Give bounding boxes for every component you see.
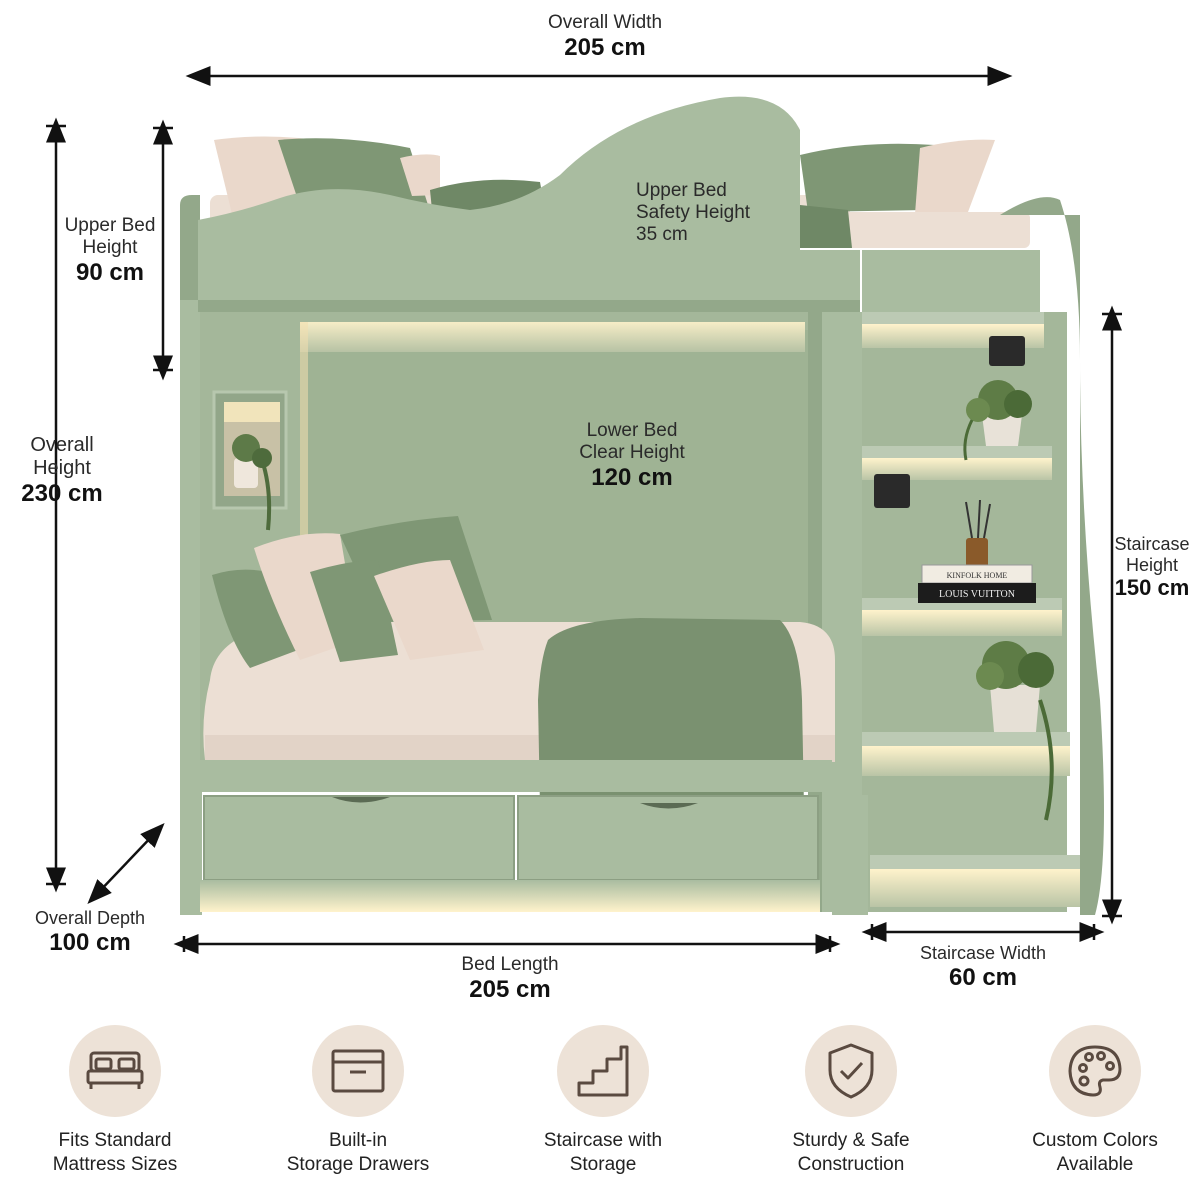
feature-drawers: Built-in Storage Drawers (258, 1025, 458, 1177)
shield-check-icon (805, 1025, 897, 1117)
palette-icon (1049, 1025, 1141, 1117)
book-bottom-label: LOUIS VUITTON (939, 589, 1015, 600)
decor: KINFOLK HOME LOUIS VUITTON (232, 380, 1054, 821)
overall-depth-label: Overall Depth 100 cm (34, 908, 146, 956)
bed-length-label: Bed Length 205 cm (461, 954, 559, 1003)
overall-depth-line (87, 822, 165, 905)
upper-bed-height-label: Upper Bed Height 90 cm (64, 215, 156, 286)
book-top-label: KINFOLK HOME (947, 571, 1008, 580)
feature-colors: Custom Colors Available (995, 1025, 1195, 1177)
drawer-icon (312, 1025, 404, 1117)
staircase-shelves (832, 312, 1080, 915)
bed-icon (69, 1025, 161, 1117)
stairs-icon (557, 1025, 649, 1117)
staircase-width-label: Staircase Width 60 cm (919, 943, 1047, 991)
bunk-bed-diagram: KINFOLK HOME LOUIS VUITTON (46, 66, 1122, 954)
staircase-height-label: Staircase Height 150 cm (1114, 534, 1190, 601)
feature-safety: Sturdy & Safe Construction (751, 1025, 951, 1177)
dimension-lines (46, 66, 1122, 954)
storage-drawers (200, 760, 832, 912)
overall-height-label: Overall Height 230 cm (21, 434, 103, 507)
lower-clear-label: Lower Bed Clear Height 120 cm (579, 420, 685, 491)
upper-safety-label: Upper Bed Safety Height 35 cm (636, 180, 751, 245)
feature-staircase: Staircase with Storage (503, 1025, 703, 1177)
feature-mattress: Fits Standard Mattress Sizes (15, 1025, 215, 1177)
overall-width-label: Overall Width 205 cm (547, 12, 663, 61)
